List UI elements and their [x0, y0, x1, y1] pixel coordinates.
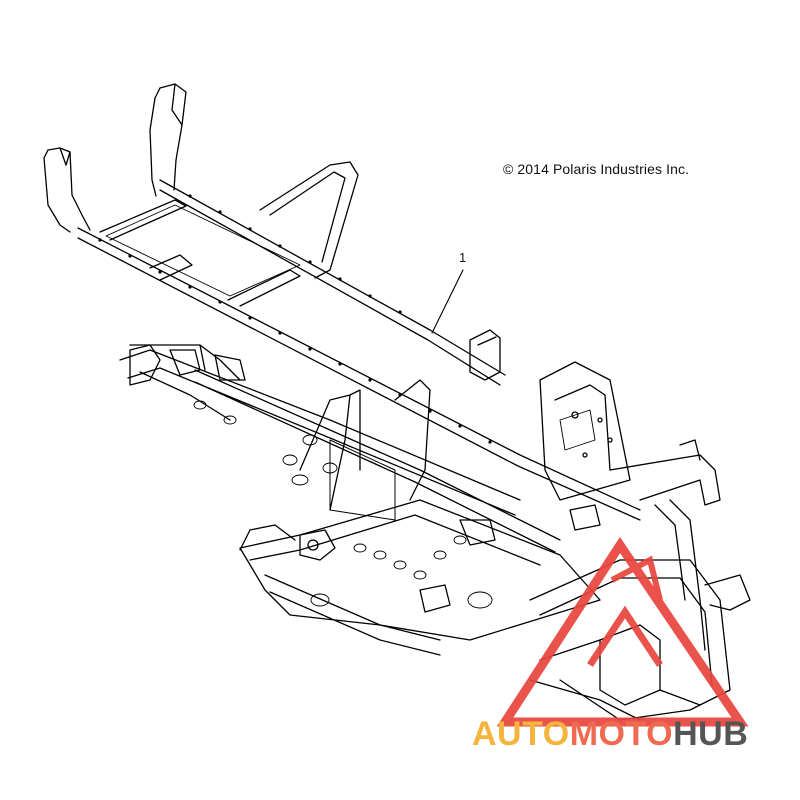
automotohub-watermark: AUTOMOTOHUB: [472, 715, 748, 754]
copyright-notice: © 2014 Polaris Industries Inc.: [503, 161, 690, 177]
watermark-auto: AUTO: [472, 715, 570, 753]
rivet-dots: [98, 194, 492, 444]
watermark-hub: HUB: [673, 715, 749, 753]
callout-leader: [431, 269, 464, 334]
lower-chassis: [119, 344, 751, 721]
watermark-triangle-icon: [496, 536, 749, 727]
watermark-moto: MOTO: [569, 715, 674, 753]
part-callout-number: 1: [459, 250, 467, 265]
